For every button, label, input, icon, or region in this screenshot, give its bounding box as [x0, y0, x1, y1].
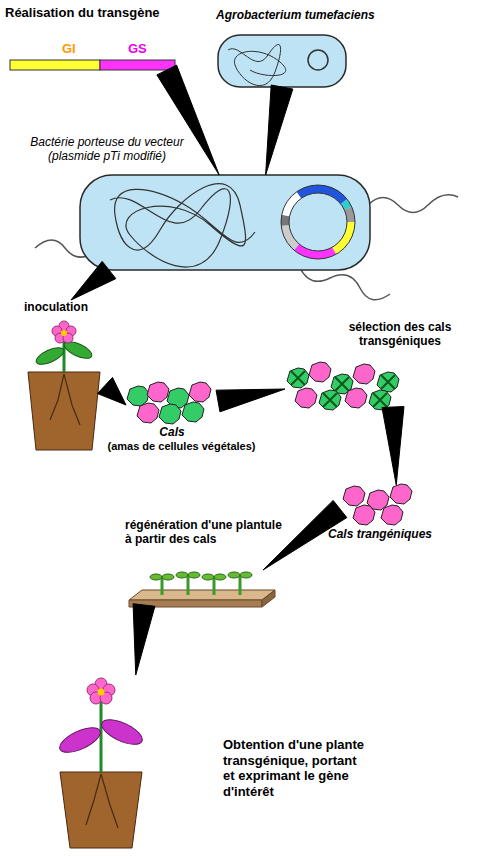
plasmid-segment: [285, 189, 351, 255]
callus-pink: [137, 403, 159, 423]
callus-green: [182, 402, 204, 422]
step-box: Cals(amas de cellules végétales): [126, 385, 218, 425]
rejection-cross: [323, 393, 337, 407]
callus-green: [377, 372, 399, 392]
step-box: Réalisation du transgèneGIGS: [10, 60, 175, 70]
seedling-leaf: [228, 572, 240, 578]
callus-green: [127, 386, 149, 406]
step-label: Agrobacterium tumefaciens: [216, 8, 406, 22]
plant-root: [50, 374, 80, 425]
step-label: (amas de cellules végétales): [94, 440, 269, 453]
bacterium-body: [218, 35, 346, 87]
callus-pink: [345, 388, 367, 408]
plant-leaf: [56, 723, 103, 758]
flower-center: [61, 330, 67, 336]
step-label: Obtention d'une plante transgénique, por…: [223, 737, 368, 799]
callus-pink: [381, 505, 403, 525]
plasmid-outline: [281, 185, 355, 259]
plasmid-segment: [285, 189, 351, 255]
step-label: Cals trangéniques: [328, 527, 458, 541]
flow-wedge: [71, 261, 116, 300]
flow-wedge: [266, 85, 293, 175]
plasmid-outline: [289, 193, 347, 251]
callus-green: [319, 390, 341, 410]
step-box: sélection des cals transgéniques: [285, 362, 405, 407]
step-label: inoculation: [24, 300, 114, 314]
step-label: Cals: [126, 425, 218, 439]
seedling-leaf: [202, 574, 214, 580]
callus-green: [287, 368, 309, 388]
step-box: Bactérie porteuse du vecteur (plasmide p…: [80, 175, 370, 270]
rejection-cross: [335, 377, 349, 391]
plasmid-segment: [285, 189, 351, 255]
step-label: GS: [128, 41, 158, 57]
seedling-stem: [162, 574, 240, 595]
step-label: Réalisation du transgène: [5, 5, 205, 21]
chromosome: [228, 44, 286, 85]
plant-leaf: [98, 715, 145, 750]
chromosome: [110, 184, 255, 267]
step-box: Agrobacterium tumefaciens: [218, 35, 346, 87]
step-box: Cals trangéniques: [340, 485, 415, 525]
step-box: Obtention d'une plante transgénique, por…: [55, 675, 150, 850]
flagellum: [368, 195, 458, 213]
flow-wedge: [133, 604, 155, 675]
callus-green: [159, 404, 181, 424]
seedling-leaf: [162, 574, 174, 580]
flower-center: [98, 689, 105, 696]
seedling-leaf: [176, 572, 188, 578]
plasmid-segment: [285, 189, 351, 255]
gene-segment: [10, 60, 100, 70]
seedling-leaf: [188, 572, 200, 578]
callus-pink: [295, 388, 317, 408]
plasmid-segment: [285, 189, 351, 255]
seedling-leaf: [150, 574, 162, 580]
flow-wedge: [382, 407, 404, 485]
culture-tray: [129, 590, 275, 600]
step-label: Bactérie porteuse du vecteur (plasmide p…: [18, 135, 196, 164]
step-box: inoculation: [20, 300, 105, 450]
callus-pink: [343, 486, 365, 506]
flower-pot: [60, 772, 142, 848]
culture-tray: [262, 590, 275, 607]
callus-pink: [309, 362, 331, 382]
flower-pot: [28, 372, 100, 450]
step-label: sélection des cals transgéniques: [325, 320, 475, 349]
seedling-leaf: [240, 572, 252, 578]
callus-pink: [189, 382, 211, 402]
rejection-cross: [381, 375, 395, 389]
rejection-cross: [373, 393, 387, 407]
flow-wedge: [157, 65, 219, 175]
step-box: régénération d'une plantule à partir des…: [130, 570, 270, 605]
plasmid-segment: [285, 189, 351, 255]
callus-pink: [390, 484, 412, 504]
plasmid-segment: [285, 189, 351, 255]
flow-wedge: [216, 389, 285, 412]
step-label: régénération d'une plantule à partir des…: [125, 518, 290, 547]
seedling-leaf: [214, 574, 226, 580]
callus-pink: [353, 364, 375, 384]
plant-root: [86, 774, 118, 828]
plasmid: [308, 50, 328, 70]
rejection-cross: [291, 371, 305, 385]
plant-leaf: [34, 344, 66, 368]
step-label: GI: [62, 41, 92, 57]
bacterium-body: [80, 175, 370, 270]
callus-pink: [147, 382, 169, 402]
flagellum: [300, 268, 390, 300]
flow-wedge: [98, 377, 126, 405]
plasmid-segment: [285, 189, 351, 255]
callus-pink: [353, 505, 375, 525]
gene-segment: [100, 60, 175, 70]
